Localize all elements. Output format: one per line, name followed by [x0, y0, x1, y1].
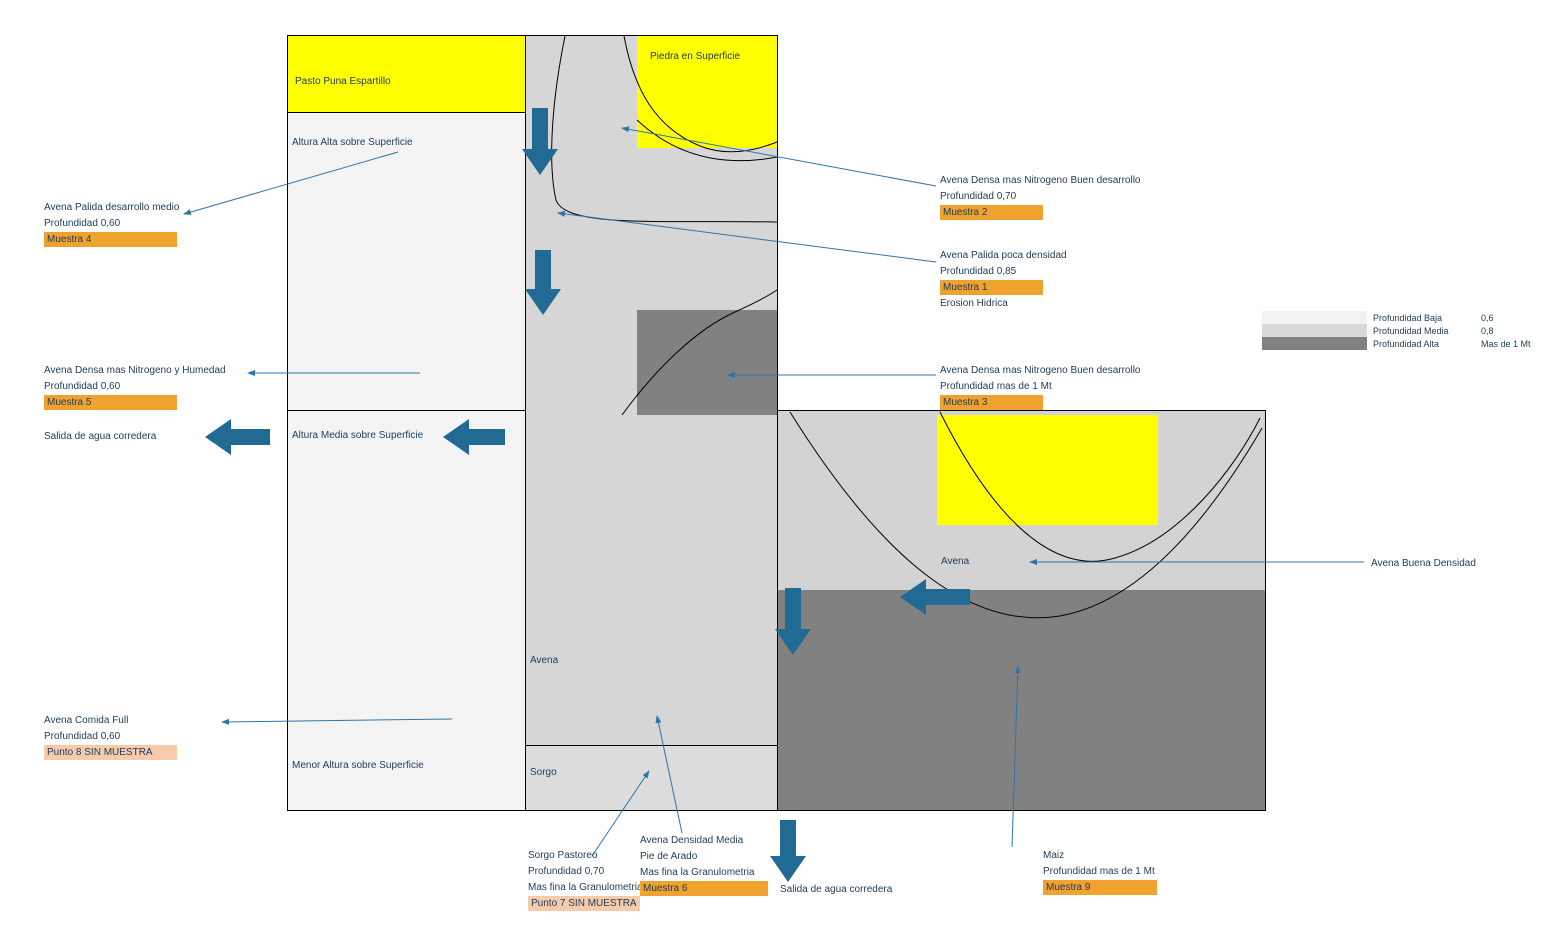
- legend-swatch-baja: [1262, 311, 1367, 324]
- annotation-text: Avena Palida poca densidad: [940, 250, 1067, 261]
- annotation-punto-8: Avena Comida Full Profundidad 0,60 Punto…: [44, 713, 177, 761]
- sample-highlight-muestra-2: Muestra 2: [940, 205, 1043, 220]
- yellow-box-right: [937, 415, 1158, 525]
- annotation-muestra-3: Avena Densa mas Nitrogeno Buen desarroll…: [940, 363, 1141, 411]
- deep-soil-region-right: [778, 590, 1265, 810]
- annotation-avena-buena: Avena Buena Densidad: [1371, 558, 1476, 569]
- legend-label-media: Profundidad Media: [1373, 325, 1449, 336]
- annotation-text: Avena Palida desarrollo medio: [44, 202, 180, 213]
- annotation-text: Mas fina la Granulometria: [640, 867, 755, 878]
- top-left-plot-label: Altura Alta sobre Superficie: [292, 137, 413, 148]
- annotation-salida-left: Salida de agua corredera: [44, 431, 157, 442]
- legend-row-media: Profundidad Media 0,8: [1262, 324, 1531, 337]
- annotation-salida-bottom: Salida de agua corredera: [780, 884, 893, 895]
- plot-bottom-left: [287, 410, 526, 811]
- sample-highlight-muestra-9: Muestra 9: [1043, 880, 1157, 895]
- sample-highlight-muestra-1: Muestra 1: [940, 280, 1043, 295]
- annotation-muestra-4: Avena Palida desarrollo medio Profundida…: [44, 200, 179, 248]
- flow-arrow-left-1: [205, 419, 270, 455]
- annotation-muestra-5: Avena Densa mas Nitrogeno y Humedad Prof…: [44, 363, 226, 411]
- annotation-text: Profundidad 0,85: [940, 266, 1017, 277]
- annotation-text: Pie de Arado: [640, 851, 698, 862]
- sorgo-strip-label: Sorgo: [530, 767, 557, 778]
- depth-legend: Profundidad Baja 0,6 Profundidad Media 0…: [1262, 311, 1531, 350]
- annotation-text: Profundidad 0,60: [44, 731, 121, 742]
- annotation-text: Maiz: [1043, 850, 1065, 861]
- annotation-text: Profundidad 0,70: [940, 191, 1017, 202]
- legend-row-baja: Profundidad Baja 0,6: [1262, 311, 1531, 324]
- sample-highlight-muestra-3: Muestra 3: [940, 395, 1043, 410]
- deep-soil-box-middle: [637, 310, 777, 415]
- annotation-text: Avena Comida Full: [44, 715, 129, 726]
- legend-value-media: 0,8: [1481, 325, 1494, 336]
- legend-value-alta: Mas de 1 Mt: [1481, 338, 1531, 349]
- annotation-text: Profundidad 0,70: [528, 866, 605, 877]
- sample-highlight-muestra-6: Muestra 6: [640, 881, 768, 896]
- plot-sorgo-strip: [525, 745, 778, 811]
- flow-arrow-down-4: [770, 820, 806, 882]
- annotation-punto-7: Sorgo Pastoreo Profundidad 0,70 Mas fina…: [528, 848, 643, 912]
- annotation-text: Mas fina la Granulometria: [528, 882, 643, 893]
- right-crop-label: Avena: [941, 556, 970, 567]
- legend-swatch-alta: [1262, 337, 1367, 350]
- annotation-text: Profundidad 0,60: [44, 381, 121, 392]
- annotation-text: Avena Densidad Media: [640, 835, 744, 846]
- mid-left-plot-label: Altura Media sobre Superficie: [292, 430, 424, 441]
- annotation-text: Profundidad mas de 1 Mt: [940, 381, 1052, 392]
- annotation-muestra-2: Avena Densa mas Nitrogeno Buen desarroll…: [940, 173, 1141, 221]
- sample-highlight-muestra-4: Muestra 4: [44, 232, 177, 247]
- legend-swatch-media: [1262, 324, 1367, 337]
- legend-row-alta: Profundidad Alta Mas de 1 Mt: [1262, 337, 1531, 350]
- annotation-text: Profundidad 0,60: [44, 218, 121, 229]
- legend-value-baja: 0,6: [1481, 312, 1494, 323]
- sample-highlight-muestra-5: Muestra 5: [44, 395, 177, 410]
- middle-crop-label: Avena: [530, 655, 559, 666]
- annotation-text: Erosion Hidrica: [940, 298, 1008, 309]
- sample-highlight-punto-8: Punto 8 SIN MUESTRA: [44, 745, 177, 760]
- annotation-muestra-9: Maiz Profundidad mas de 1 Mt Muestra 9: [1043, 848, 1157, 896]
- annotation-muestra-1: Avena Palida poca densidad Profundidad 0…: [940, 248, 1067, 312]
- pasture-band-label: Pasto Puna Espartillo: [295, 76, 391, 87]
- annotation-text: Avena Densa mas Nitrogeno y Humedad: [44, 365, 226, 376]
- annotation-text: Sorgo Pastoreo: [528, 850, 598, 861]
- stone-surface-label: Piedra en Superficie: [650, 51, 741, 62]
- annotation-text: Profundidad mas de 1 Mt: [1043, 866, 1155, 877]
- sample-highlight-punto-7: Punto 7 SIN MUESTRA: [528, 896, 640, 911]
- annotation-muestra-6: Avena Densidad Media Pie de Arado Mas fi…: [640, 833, 768, 897]
- bottom-left-plot-label: Menor Altura sobre Superficie: [292, 760, 424, 771]
- annotation-text: Avena Densa mas Nitrogeno Buen desarroll…: [940, 175, 1141, 186]
- legend-label-alta: Profundidad Alta: [1373, 338, 1440, 349]
- legend-label-baja: Profundidad Baja: [1373, 312, 1443, 323]
- pasture-yellow-band: [288, 36, 525, 113]
- annotation-text: Avena Densa mas Nitrogeno Buen desarroll…: [940, 365, 1141, 376]
